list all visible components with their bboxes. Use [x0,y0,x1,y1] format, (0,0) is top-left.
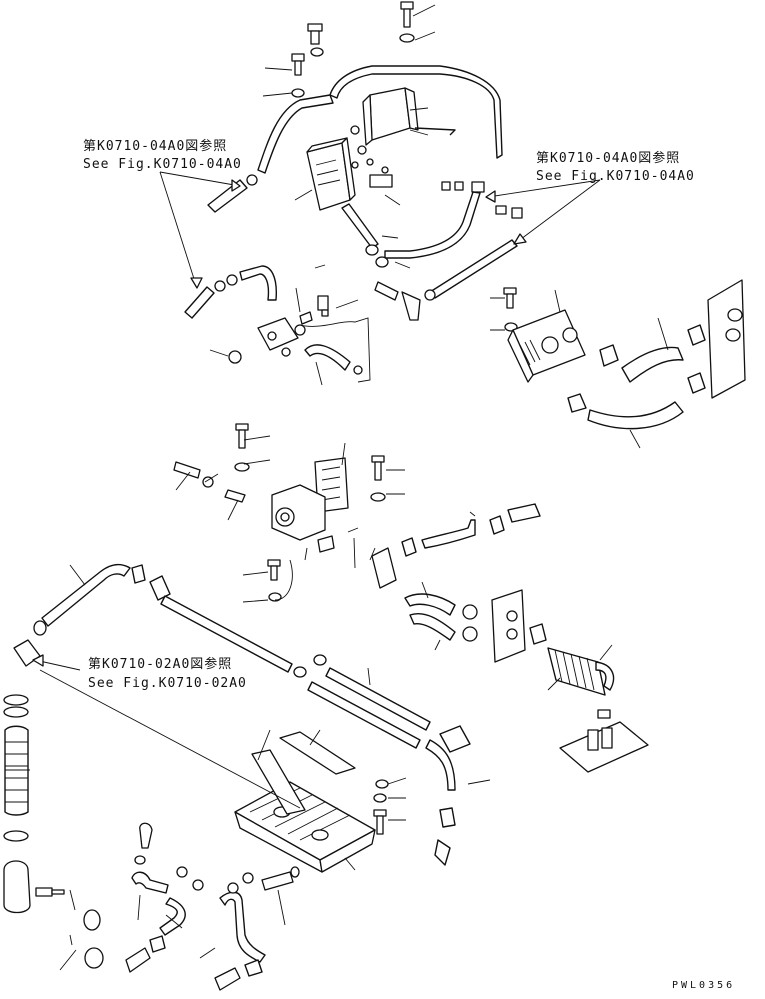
washer [310,47,324,57]
washer [268,592,282,602]
long-tube [160,595,293,673]
valve-unit [306,137,356,211]
reference-label-en: See Fig.K0710-02A0 [88,676,247,691]
reference-arrow [159,171,241,187]
mounting-plate [491,589,526,663]
reference-label-jp: 第K0710-02A0図参照 [88,656,232,672]
washer [234,462,250,472]
long-bolt [173,461,201,479]
bolt [503,287,517,309]
bolt [35,887,65,897]
bolt [317,295,329,317]
drain-hose [159,897,186,936]
bolt [267,559,281,581]
corrugated-rod [307,681,421,749]
upper-assembly [184,1,746,430]
duct-group [503,279,746,430]
upper-loop-hose [329,65,503,159]
bracket-plate [371,547,397,589]
bolt [400,1,414,28]
reservoir-bottle [3,860,31,914]
drain-hose [304,344,351,371]
fittings [350,125,523,219]
right-hose [384,127,481,259]
lower-hose [341,203,379,249]
bolt [371,455,385,481]
washer [370,492,386,502]
left-hose [257,94,334,174]
reference-label-en: See Fig.K0710-04A0 [83,157,242,172]
support-bar [251,749,306,815]
upper-right-hose [421,519,476,549]
corrugated-rod [325,667,431,731]
washer [399,33,415,43]
curved-hose [409,613,456,641]
reference-label-jp: 第K0710-04A0図参照 [83,138,227,154]
bolt [235,423,249,449]
support-bar [279,731,356,775]
heater-unit [362,87,419,146]
reference-label-jp: 第K0710-04A0図参照 [536,150,680,166]
blower-unit [271,484,335,553]
drain-hose [219,891,266,963]
top-long-pipe [41,563,131,627]
bolt [291,53,305,76]
bolt [307,23,323,45]
middle-assembly [173,423,649,773]
bolt [373,809,387,835]
drawing-code: PWL0356 [672,980,735,991]
curved-hose [404,593,456,616]
washer [291,88,305,98]
leader-lines [5,4,669,971]
flex-duct [4,725,29,816]
drain-hose [131,871,169,894]
manifold [228,311,313,364]
corrugated-duct [547,647,615,719]
bent-hose [239,265,278,301]
drain-tray [234,781,376,873]
reference-label-en: See Fig.K0710-04A0 [536,169,695,184]
elbow [207,179,248,213]
elbow [184,286,215,319]
wire [299,317,371,383]
lower-assembly [3,563,471,991]
